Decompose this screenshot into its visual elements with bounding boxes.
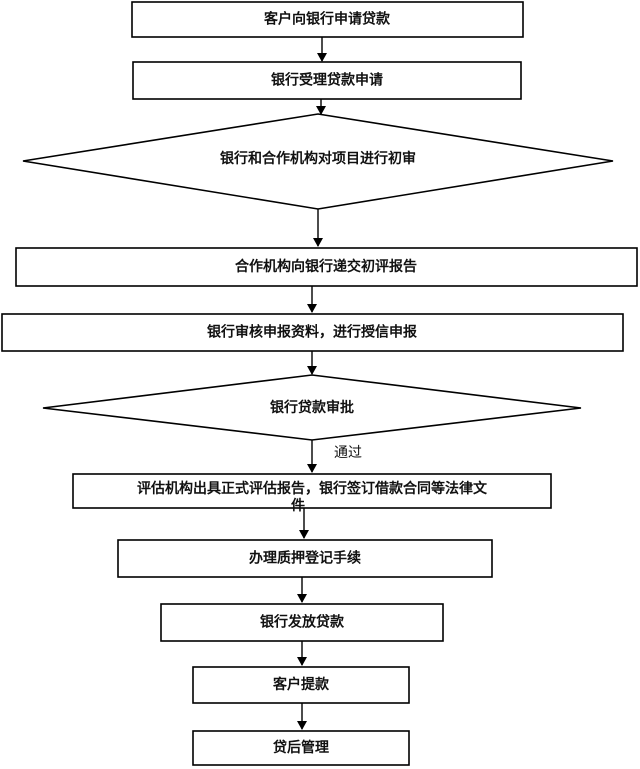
step-appraisal-contract-label-line1: 评估机构出具正式评估报告，银行签订借款合同等法律文 — [137, 480, 488, 497]
step-accept-box — [132, 61, 522, 100]
decision-loan-approval-label: 银行贷款审批 — [270, 399, 354, 416]
step-post-loan-box — [192, 730, 410, 766]
step-appraisal-contract-label-line2: 件 — [291, 497, 305, 514]
step-apply-label: 客户向银行申请贷款 — [263, 11, 391, 28]
step-pledge-registration-box — [117, 539, 493, 578]
decision-preliminary-review-label: 银行和合作机构对项目进行初审 — [220, 150, 416, 167]
step-disburse-box — [160, 603, 444, 642]
step-submit-report-box — [15, 247, 638, 287]
decision-preliminary-review — [22, 113, 614, 210]
step-accept-label: 银行受理贷款申请 — [271, 72, 383, 89]
step-post-loan-label: 贷后管理 — [273, 739, 329, 756]
step-withdraw-label: 客户提款 — [272, 676, 330, 693]
approve-edge-label: 通过 — [334, 445, 362, 461]
step-disburse-label: 银行发放贷款 — [260, 614, 345, 631]
step-credit-review-label: 银行审核申报资料，进行授信申报 — [207, 324, 417, 341]
step-withdraw-box — [192, 666, 410, 704]
step-submit-report-label: 合作机构向银行递交初评报告 — [235, 258, 417, 275]
step-apply-box — [131, 1, 524, 38]
step-pledge-registration-label: 办理质押登记手续 — [249, 550, 361, 567]
step-credit-review-box — [1, 313, 624, 352]
decision-loan-approval — [42, 374, 582, 441]
step-appraisal-contract-box — [72, 473, 552, 509]
